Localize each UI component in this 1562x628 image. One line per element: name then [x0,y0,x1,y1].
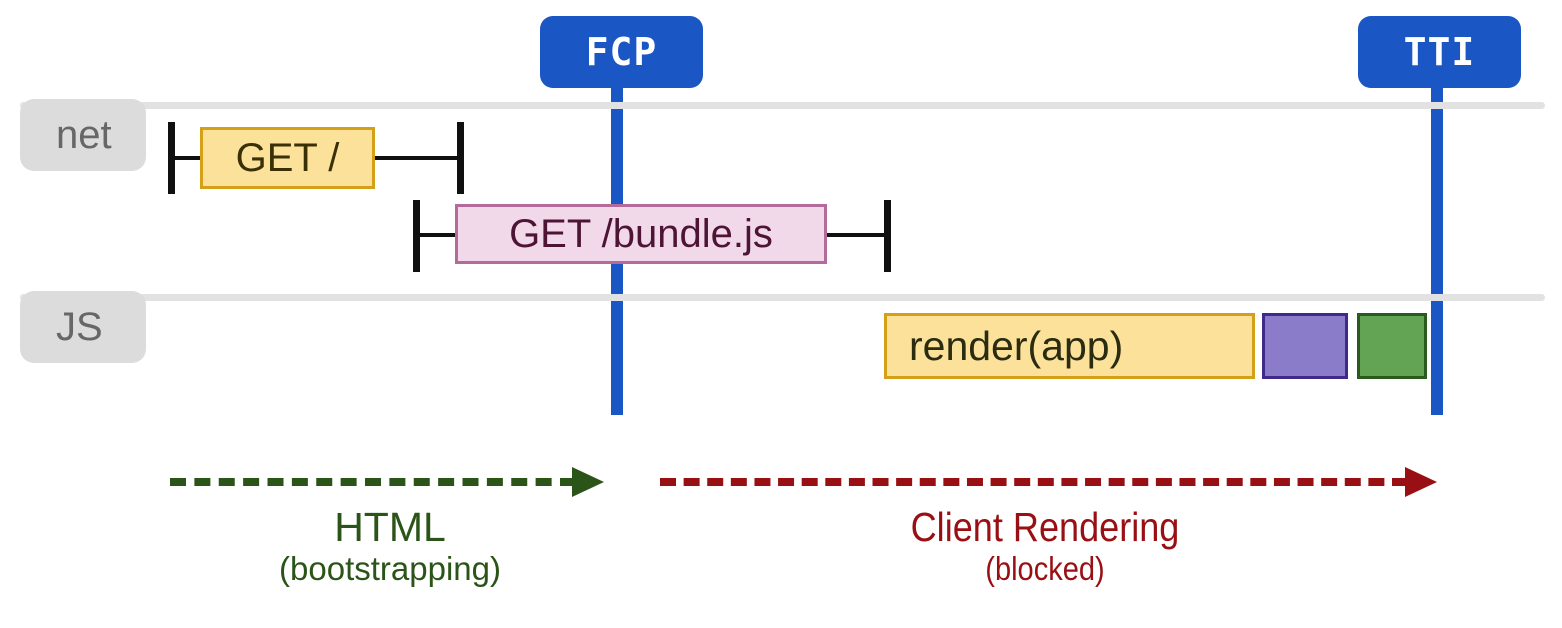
milestone-badge-tti-label: TTI [1403,30,1476,74]
lane-rail-js [20,294,1545,301]
request-whisker-cap-right-get-bundle [884,200,891,272]
phase-label-client-rendering-secondary: (blocked) [985,549,1105,587]
phase-label-html-secondary: (bootstrapping) [279,549,501,587]
phase-arrow-head-html [572,467,604,497]
phase-label-html-primary: HTML [334,504,446,550]
lane-label-net: net [20,99,146,171]
request-whisker-cap-left-get-root [168,122,175,194]
request-label-get-bundle: GET /bundle.js [509,212,773,256]
js-task-purple[interactable] [1262,313,1348,379]
milestone-badge-fcp-label: FCP [585,30,658,74]
phase-arrow-head-client-rendering [1405,467,1437,497]
phase-arrow-line-client-rendering [660,478,1408,486]
lane-label-net-text: net [56,113,112,157]
request-box-get-root[interactable]: GET / [200,127,375,189]
milestone-stem-tti [1431,87,1443,415]
lane-label-js: JS [20,291,146,363]
lane-label-js-text: JS [56,305,103,349]
request-whisker-cap-right-get-root [457,122,464,194]
phase-arrow-line-html [170,478,576,486]
phase-label-client-rendering: Client Rendering (blocked) [795,504,1295,588]
js-task-render-app[interactable]: render(app) [884,313,1255,379]
js-task-green[interactable] [1357,313,1427,379]
request-label-get-root: GET / [235,136,340,180]
lane-rail-net [20,102,1545,109]
js-task-render-app-label: render(app) [909,322,1124,369]
phase-label-html: HTML (bootstrapping) [190,504,590,588]
milestone-badge-fcp[interactable]: FCP [540,16,703,88]
request-box-get-bundle[interactable]: GET /bundle.js [455,204,827,264]
milestone-badge-tti[interactable]: TTI [1358,16,1521,88]
phase-label-client-rendering-primary: Client Rendering [910,504,1180,550]
request-whisker-cap-left-get-bundle [413,200,420,272]
